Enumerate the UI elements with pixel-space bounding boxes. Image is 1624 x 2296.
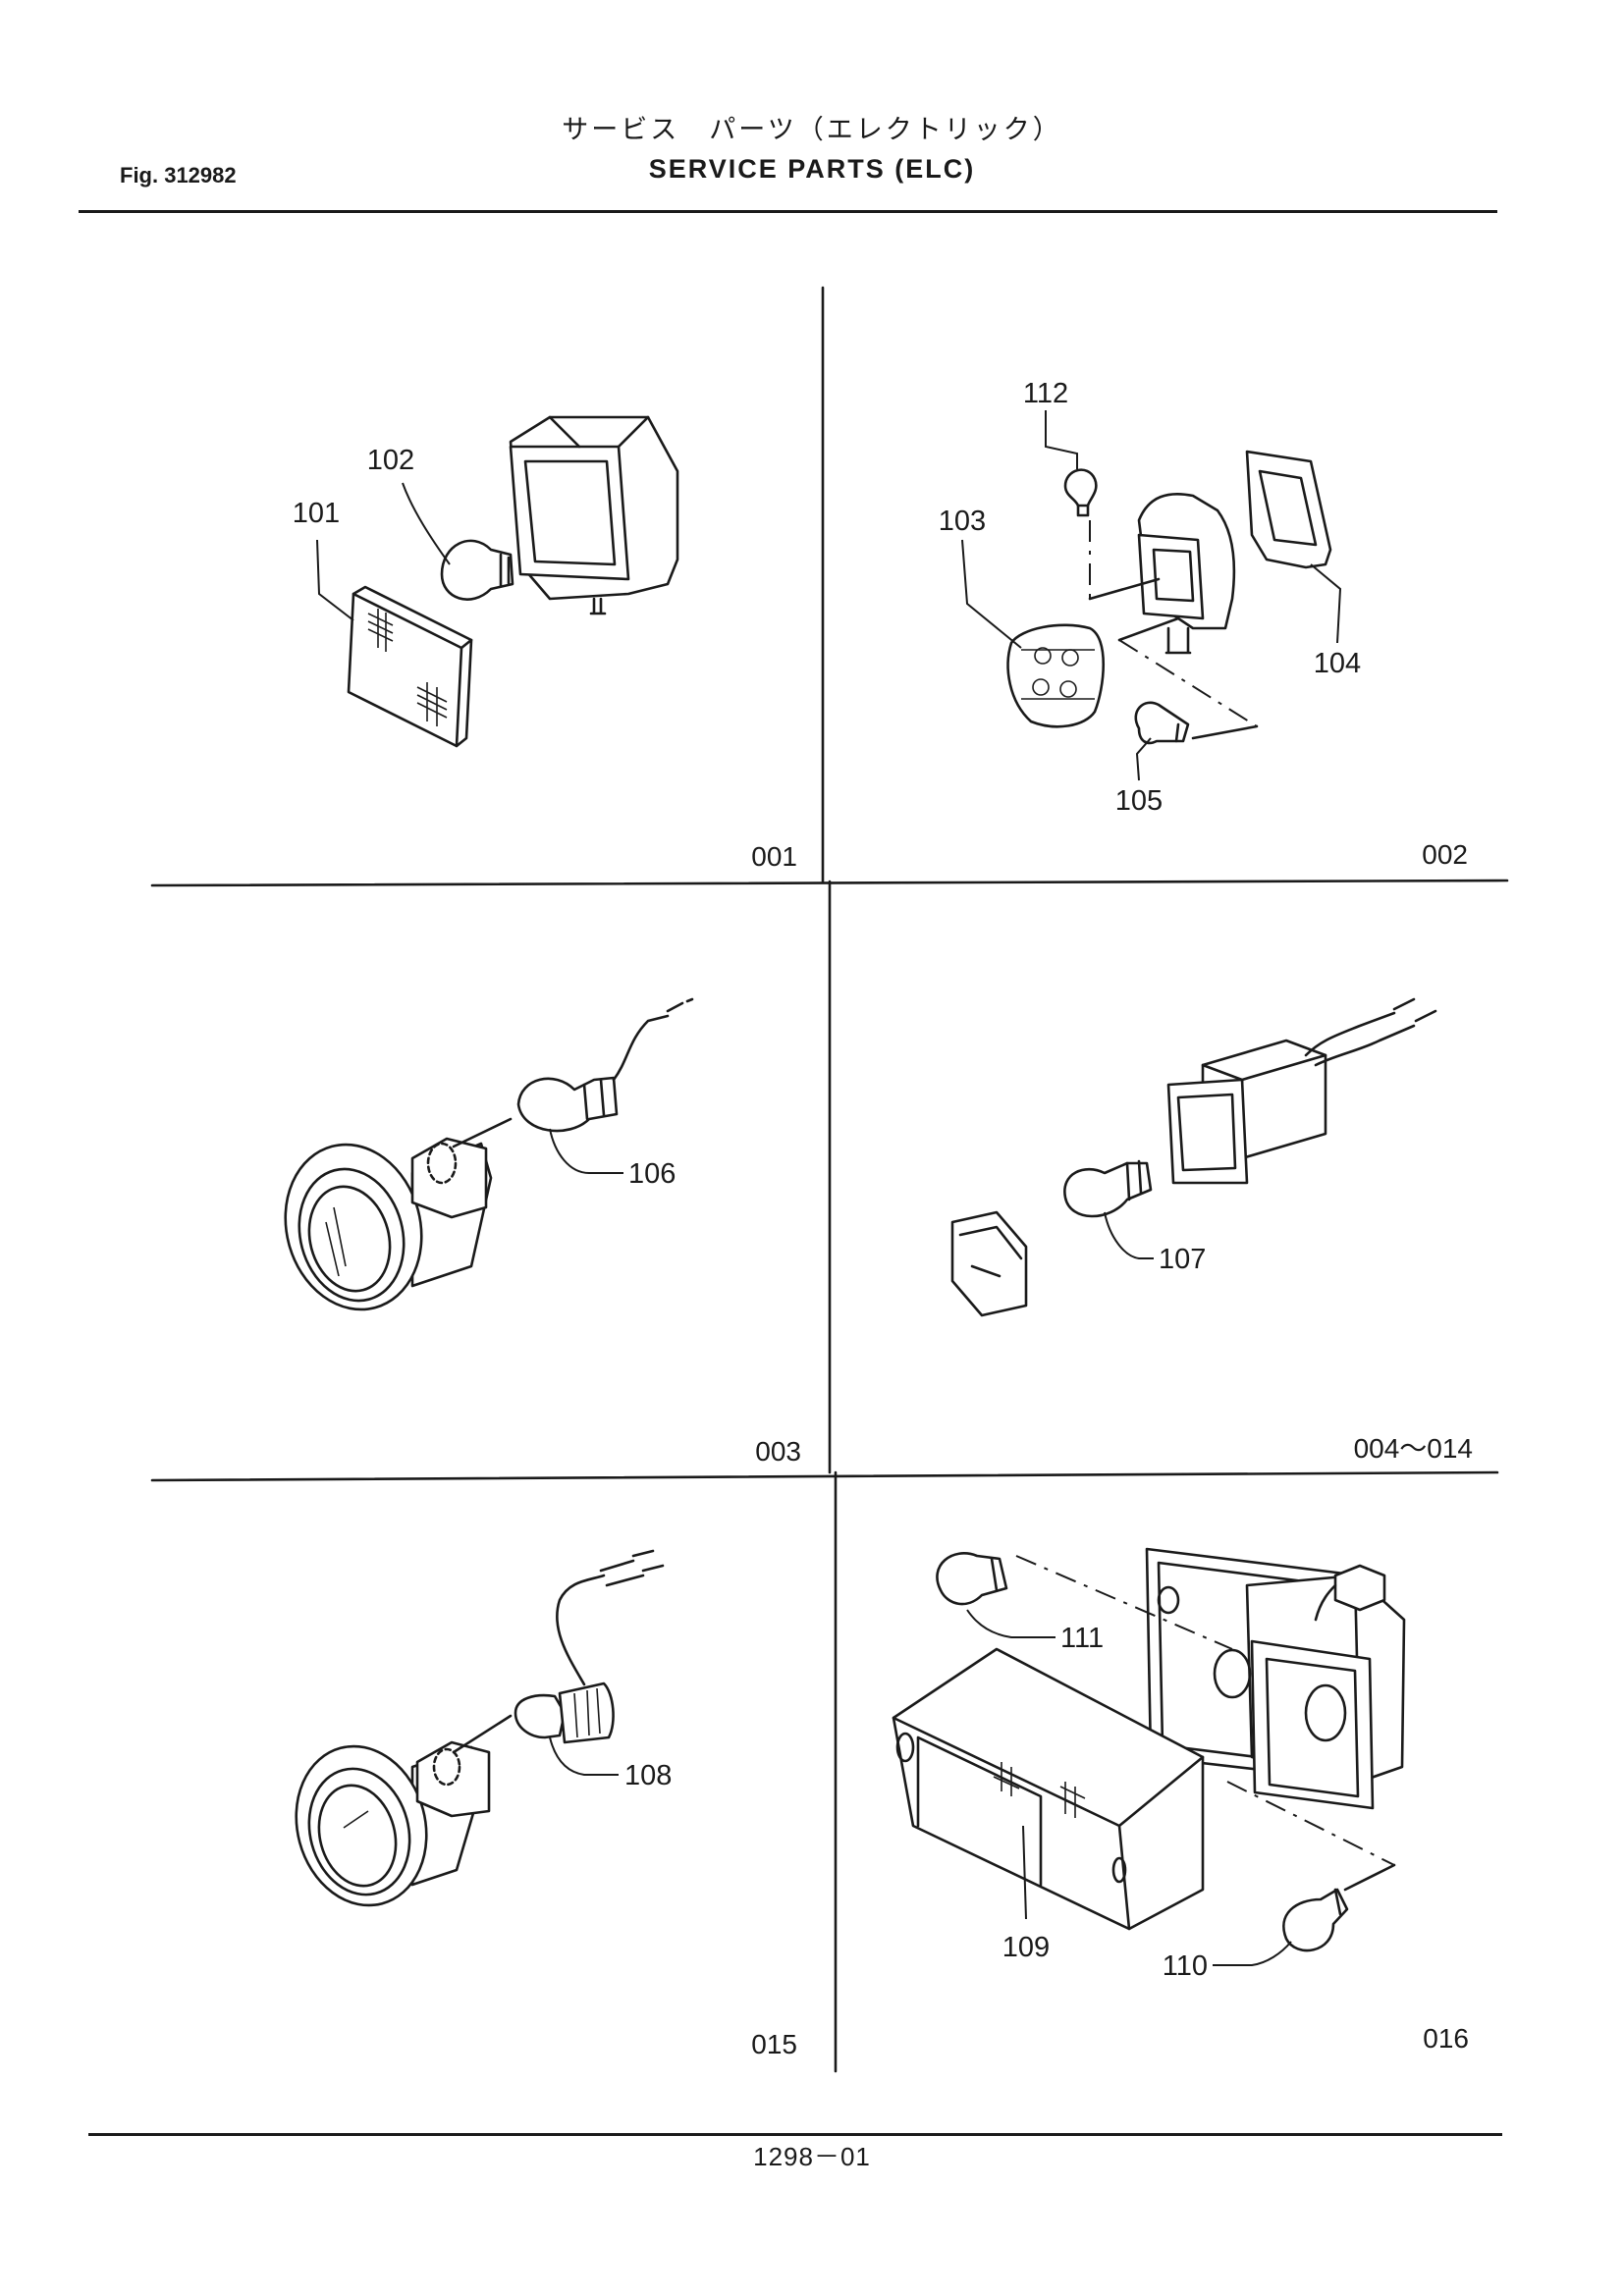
callout-105: 112	[1023, 378, 1068, 409]
title-english: SERVICE PARTS (ELC)	[648, 154, 976, 184]
panel-004-014-drawing	[950, 997, 1437, 1317]
panel-codes: 001 002 003 004～014 015 016	[751, 839, 1473, 2059]
panel-code-001: 001	[751, 841, 797, 872]
footer-rule	[88, 2133, 1502, 2136]
callout-110: 110	[1163, 1950, 1208, 1982]
panel-002-drawing	[961, 410, 1342, 781]
callout-107: 107	[1159, 1244, 1206, 1275]
figure-number: Fig. 312982	[120, 163, 237, 187]
panel-code-015: 015	[751, 2029, 797, 2059]
callout-112: 105	[1115, 785, 1163, 817]
title-japanese: サービス パーツ（エレクトリック）	[562, 115, 1062, 145]
panel-001-drawing	[316, 415, 679, 748]
panel-grid	[150, 286, 1509, 2073]
panel-code-002: 002	[1422, 839, 1468, 870]
panel-015-drawing	[295, 1549, 665, 1907]
page-number: 1298－01	[753, 2142, 871, 2171]
callout-103: 103	[939, 506, 986, 537]
panel-016-drawing	[892, 1547, 1406, 1966]
callout-101: 101	[293, 498, 340, 529]
callouts: 102 101 112 103 104 105 106 107 108 111 …	[293, 378, 1361, 1982]
callout-106: 106	[628, 1158, 676, 1190]
panel-code-004-014: 004～014	[1354, 1433, 1473, 1464]
panel-003-drawing	[284, 997, 694, 1311]
callout-102: 102	[367, 445, 414, 476]
panel-code-003: 003	[755, 1436, 801, 1467]
callout-111: 111	[1060, 1623, 1104, 1654]
header-rule	[79, 210, 1497, 213]
callout-104: 104	[1314, 648, 1361, 679]
callout-109: 109	[1002, 1932, 1050, 1963]
panel-code-016: 016	[1423, 2023, 1469, 2054]
callout-108: 108	[624, 1760, 672, 1791]
